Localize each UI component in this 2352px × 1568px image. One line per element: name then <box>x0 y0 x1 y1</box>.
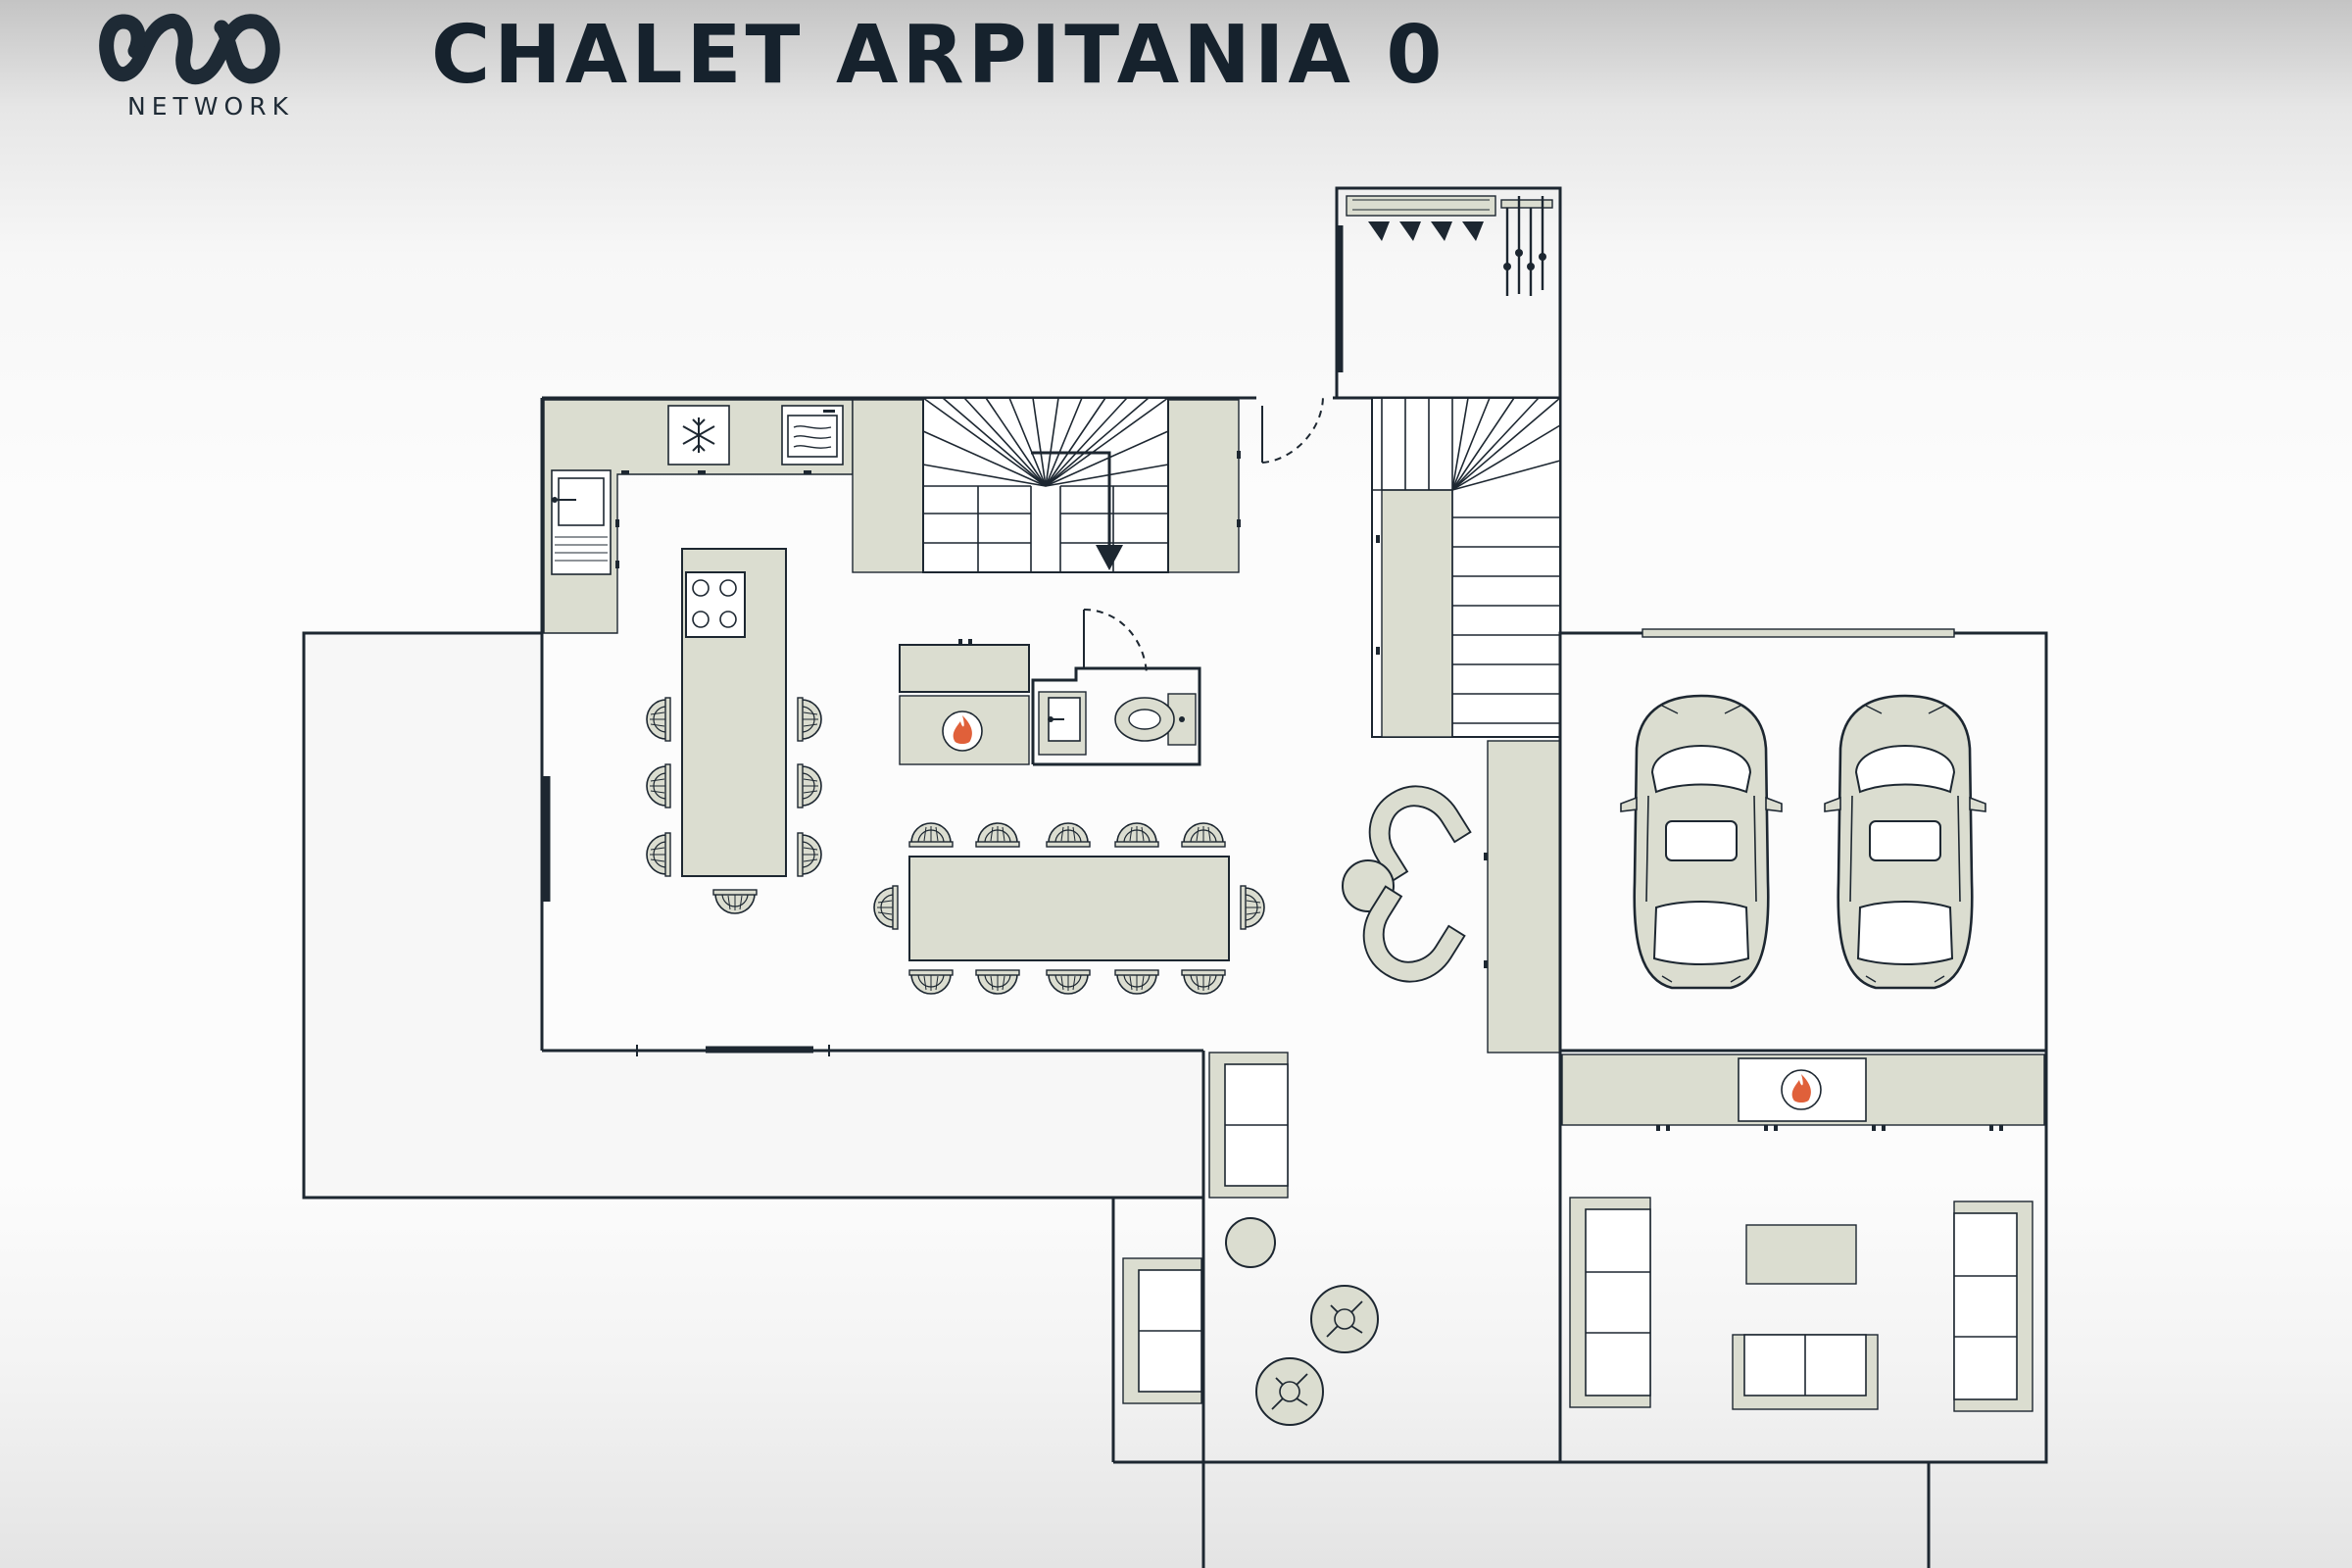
arrow-down-icon <box>1031 451 1123 570</box>
kitchen-counters <box>543 399 1488 968</box>
sofa-right <box>1953 1200 2034 1412</box>
dining-table <box>908 856 1230 961</box>
interior-staircase <box>922 397 1169 573</box>
ski-storage <box>1346 195 1553 296</box>
oven-icon <box>787 415 838 458</box>
sofa-bottom <box>1732 1334 1879 1410</box>
lower-lounge <box>1558 1049 2048 1464</box>
toilet <box>1114 693 1197 746</box>
kitchen-island <box>681 548 787 877</box>
terrace-area <box>304 633 542 1198</box>
terrace-outline <box>302 631 1203 1200</box>
fridge <box>667 405 730 466</box>
snowflake-icon <box>682 417 715 453</box>
garage <box>1558 628 2048 1053</box>
sofa-outdoor-bottom <box>1122 1257 1202 1404</box>
page-title: CHALET ARPITANIA 0 <box>431 9 1446 102</box>
oven <box>781 405 844 466</box>
sofa-left <box>1569 1197 1651 1408</box>
sofa-outdoor-top <box>1208 1052 1289 1199</box>
wc-room <box>1031 609 1201 766</box>
lounge-chairs <box>1342 767 1472 1001</box>
flame-icon <box>1781 1069 1822 1110</box>
side-table <box>1225 1217 1276 1268</box>
dining-area <box>873 822 1265 995</box>
flame-icon <box>942 710 983 752</box>
brand-logo[interactable]: NETWORK <box>98 6 323 129</box>
logo-mark <box>99 14 280 85</box>
logo-wordmark: NETWORK <box>127 92 294 121</box>
outdoor-seating <box>1122 1052 1379 1426</box>
coffee-table <box>1745 1224 1857 1285</box>
fireplace-unit <box>899 639 1030 765</box>
terrace-area-lower <box>542 1051 1203 1198</box>
hall-staircase <box>1371 397 1561 1054</box>
